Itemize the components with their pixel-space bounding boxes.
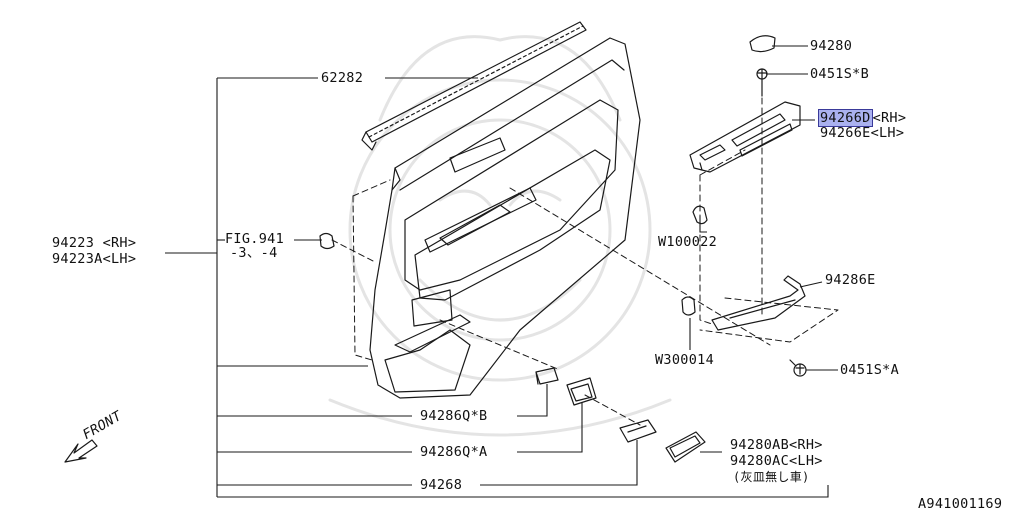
callout-94280ab: 94280AB<RH> [730, 437, 823, 453]
clip-w300014 [681, 296, 696, 316]
callout-94266e: 94266E<LH> [820, 126, 904, 141]
cap-94280 [749, 35, 776, 53]
callout-94266d-highlight: 94266D [818, 109, 873, 127]
callout-94286q-b: 94286Q*B [420, 408, 488, 424]
callout-fig941-sub: -3、-4 [230, 245, 278, 261]
callout-94280: 94280 [810, 38, 853, 54]
callout-94280-note: (灰皿無し車) [733, 470, 810, 484]
callout-94266e-number: 94266E [820, 125, 871, 141]
clip-w100022 [692, 205, 708, 225]
callout-94266e-side: <LH> [870, 125, 905, 141]
watermark-emblem [328, 35, 672, 437]
document-id: A941001169 [918, 496, 1003, 512]
callout-94223a: 94223A<LH> [52, 251, 137, 267]
callout-fig941: FIG.941 [225, 231, 284, 247]
leader-lines [165, 45, 838, 498]
ashtray-94268 [619, 419, 657, 443]
callout-94268: 94268 [420, 477, 463, 493]
callout-94223: 94223 <RH> [52, 235, 137, 251]
callout-94266d-side: <RH> [872, 110, 907, 126]
weatherstrip-62282 [361, 21, 587, 151]
switch-bezel-94266 [689, 101, 801, 173]
cover-94286qa [566, 377, 597, 406]
bracket-94286e [711, 275, 806, 331]
callout-0451s-a: 0451S*A [840, 362, 899, 378]
clip-94286qb [535, 367, 559, 385]
clip-fig941 [319, 232, 335, 250]
callout-62282: 62282 [321, 70, 364, 86]
lid-94280ab [665, 431, 706, 463]
callout-94286q-a: 94286Q*A [420, 444, 488, 460]
callout-94286e: 94286E [825, 272, 876, 288]
screw-0451sa [789, 359, 807, 377]
screw-0451sb [756, 68, 768, 97]
callout-0451s-b: 0451S*B [810, 66, 869, 82]
front-arrow-icon [64, 439, 98, 463]
callout-94280ac: 94280AC<LH> [730, 453, 823, 469]
callout-94266d: 94266D<RH> [818, 109, 907, 127]
door-trim-panel [369, 37, 641, 399]
dashed-guides [331, 97, 839, 426]
callout-w300014: W300014 [655, 352, 714, 368]
callout-w100022: W100022 [658, 234, 717, 250]
